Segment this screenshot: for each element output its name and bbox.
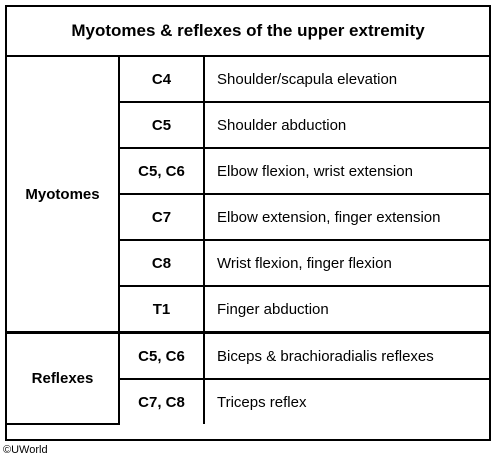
table-row: C7, C8 Triceps reflex <box>7 378 489 424</box>
table-row: Reflexes C5, C6 Biceps & brachioradialis… <box>7 331 489 425</box>
level-cell: C7, C8 <box>119 378 205 424</box>
description-cell: Elbow flexion, wrist extension <box>203 147 489 195</box>
copyright-notice: ©UWorld <box>3 444 48 456</box>
table-row: T1 Finger abduction <box>7 285 489 334</box>
description-cell: Wrist flexion, finger flexion <box>203 239 489 287</box>
table-frame: Myotomes & reflexes of the upper extremi… <box>5 5 491 441</box>
group-label-myotomes: Myotomes <box>7 57 120 334</box>
description-cell: Triceps reflex <box>203 378 489 424</box>
level-cell: C5 <box>119 101 205 149</box>
description-cell: Shoulder/scapula elevation <box>203 57 489 103</box>
table-row: C5, C6 Elbow flexion, wrist extension <box>7 147 489 195</box>
table-row: C5 Shoulder abduction <box>7 101 489 149</box>
table-row: C7 Elbow extension, finger extension <box>7 193 489 241</box>
level-cell: C7 <box>119 193 205 241</box>
level-cell: T1 <box>119 285 205 334</box>
group-label-reflexes: Reflexes <box>7 331 120 425</box>
level-cell: C5, C6 <box>118 331 205 380</box>
description-cell: Finger abduction <box>203 285 489 334</box>
description-cell: Elbow extension, finger extension <box>203 193 489 241</box>
table-title: Myotomes & reflexes of the upper extremi… <box>7 7 489 57</box>
description-cell: Shoulder abduction <box>203 101 489 149</box>
table-row: Myotomes C4 Shoulder/scapula elevation <box>7 57 489 334</box>
table-row: C8 Wrist flexion, finger flexion <box>7 239 489 287</box>
myotomes-reflexes-table: Myotomes C4 Shoulder/scapula elevation C… <box>7 57 489 425</box>
description-cell: Biceps & brachioradialis reflexes <box>203 331 489 380</box>
level-cell: C8 <box>119 239 205 287</box>
level-cell: C5, C6 <box>119 147 205 195</box>
level-cell: C4 <box>118 57 205 103</box>
